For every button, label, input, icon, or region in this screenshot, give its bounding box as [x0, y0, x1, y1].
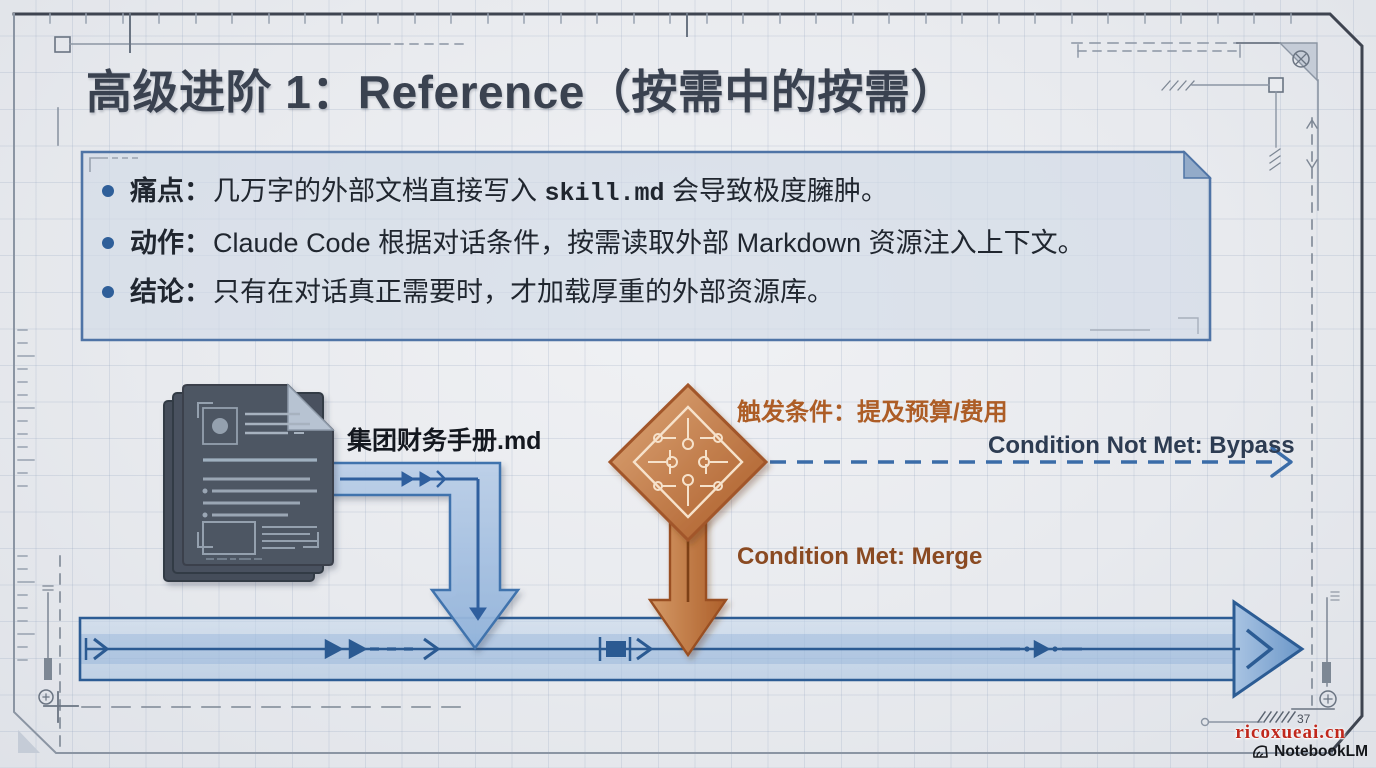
frame-annotation-number: 37 [1297, 712, 1311, 726]
notebooklm-logo-icon [1253, 744, 1268, 758]
flow-band [78, 599, 1305, 699]
notebooklm-label: NotebookLM [1274, 743, 1368, 760]
bullet-label: 痛点： [130, 176, 211, 206]
bypass-dashed-arrow [770, 446, 1293, 478]
document-label: 集团财务手册.md [347, 427, 542, 455]
decision-diamond-icon [607, 382, 769, 543]
bullet-label: 动作： [130, 228, 211, 258]
document-pipe [329, 461, 521, 651]
document-icon [163, 383, 335, 582]
bullet-label: 结论： [130, 277, 211, 307]
bullet-text: Claude Code 根据对话条件，按需读取外部 Markdown 资源注入上… [213, 228, 1085, 258]
info-box-shape [80, 150, 1212, 342]
bullet-pain-point: 痛点：几万字的外部文档直接写入 skill.md 会导致极度臃肿。 [102, 172, 1182, 213]
bullet-conclusion: 结论：只有在对话真正需要时，才加载厚重的外部资源库。 [102, 273, 1182, 311]
page-title: 高级进阶 1：Reference（按需中的按需） [86, 66, 957, 118]
document-pipe-line [340, 470, 487, 621]
info-box: 痛点：几万字的外部文档直接写入 skill.md 会导致极度臃肿。 动作：Cla… [102, 172, 1182, 311]
bullet-dot-icon [102, 185, 114, 197]
bullet-text: 几万字的外部文档直接写入 [213, 176, 545, 206]
bullet-dot-icon [102, 237, 114, 249]
merge-label: Condition Met: Merge [737, 543, 983, 570]
watermark-site: ricoxueai.cn [1235, 722, 1346, 743]
bullet-action: 动作：Claude Code 根据对话条件，按需读取外部 Markdown 资源… [102, 224, 1182, 262]
band-arrowhead [1232, 599, 1305, 699]
inline-code: skill.md [544, 179, 665, 208]
trigger-condition-label: 触发条件：提及预算/费用 [737, 399, 1008, 426]
notebooklm-watermark: NotebookLM [1252, 743, 1368, 761]
bullet-dot-icon [102, 286, 114, 298]
blueprint-frame: 37 [12, 12, 1364, 756]
bypass-label: Condition Not Met: Bypass [988, 432, 1295, 459]
bullet-text: 会导致极度臃肿。 [664, 176, 889, 206]
bullet-text: 只有在对话真正需要时，才加载厚重的外部资源库。 [213, 277, 834, 307]
